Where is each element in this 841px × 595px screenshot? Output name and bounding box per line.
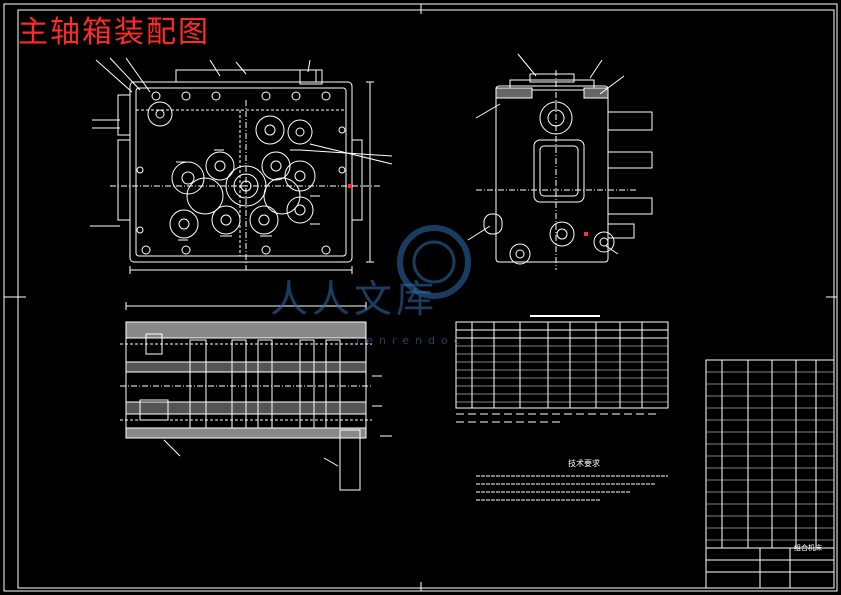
front-view	[90, 57, 393, 274]
inner-border	[17, 9, 835, 589]
title-block-name: 组合机床	[794, 544, 822, 552]
parts-table	[455, 315, 669, 423]
watermark-subtext: renrendoc	[356, 334, 466, 347]
title-block	[705, 359, 835, 589]
watermark-text: 人人文库	[270, 277, 439, 321]
side-view	[467, 53, 653, 270]
centering-marks	[4, 4, 837, 591]
watermark-logo-icon	[397, 225, 471, 299]
section-view	[120, 302, 392, 491]
tech-requirements-title: 技术要求	[568, 459, 600, 468]
drawing-title: 主轴箱装配图	[18, 15, 210, 50]
tech-requirements-text	[476, 475, 668, 501]
front-view-labels	[176, 149, 320, 241]
red-markers	[348, 184, 588, 236]
